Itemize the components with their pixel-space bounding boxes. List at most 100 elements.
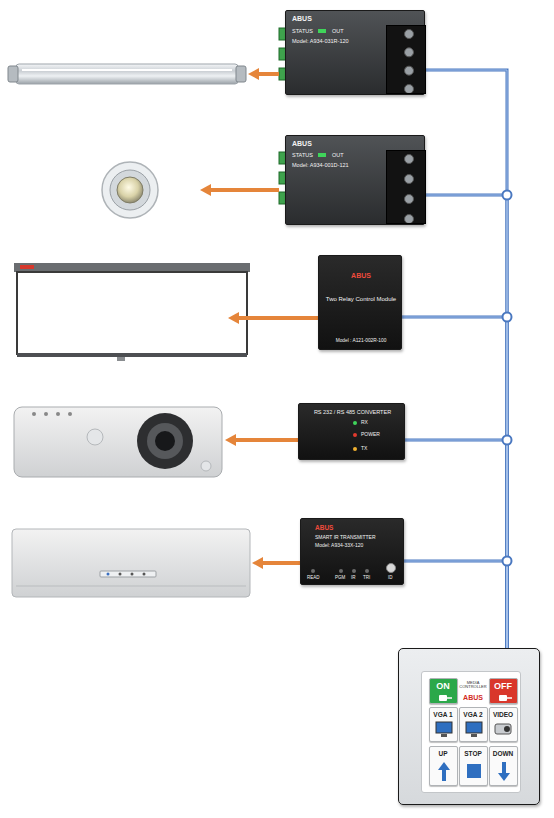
- junction-dot: [503, 191, 512, 200]
- projector-button: [44, 412, 48, 416]
- screw-row: [387, 26, 425, 93]
- plug-shape: [499, 695, 507, 701]
- terminal-screw: [405, 195, 414, 204]
- ac-body: [12, 529, 250, 597]
- model-number: Model : A121-002R-100: [323, 338, 399, 343]
- led-label: TX: [361, 446, 367, 452]
- relay-module: ABUS Two Relay Control ModuleModel : A121…: [318, 255, 402, 350]
- bus-wire-highlight: [404, 561, 507, 648]
- panel-button: STOP: [459, 746, 488, 786]
- output-arrow: [210, 188, 279, 192]
- tube-highlight: [22, 69, 232, 71]
- arrow-up: [438, 762, 450, 781]
- projector-lens: [137, 413, 193, 469]
- bus-wire: [405, 440, 507, 648]
- panel-button: ON: [429, 678, 458, 704]
- button-label: VGA 1: [430, 711, 456, 718]
- led-label: PGM: [335, 576, 345, 581]
- projector-button: [32, 412, 36, 416]
- projector-lens: [155, 431, 175, 451]
- status-label: OUT: [332, 152, 344, 158]
- screen-surface: [17, 272, 247, 354]
- bus-wire: [402, 317, 507, 648]
- dimmer-module: ABUSSTATUSOUTModel: A934-001D-121: [285, 135, 425, 225]
- brand-logo: ABUS: [459, 694, 487, 702]
- module-name: Two Relay Control Module: [323, 296, 399, 303]
- brand-logo: ABUS: [292, 140, 312, 148]
- model-number: Model: A934-33X-120: [315, 543, 363, 549]
- junction-dot: [503, 313, 512, 322]
- light-ring: [110, 170, 150, 210]
- projector-button: [56, 412, 60, 416]
- status-led: [353, 421, 357, 425]
- bus-wire-highlight: [405, 440, 507, 648]
- ac-indicator: [119, 573, 122, 576]
- led-label: RX: [361, 420, 368, 426]
- arrow-head: [252, 557, 263, 569]
- brand-logo: ABUS: [292, 15, 312, 23]
- output-arrow: [235, 438, 298, 442]
- led-label: READ: [307, 576, 320, 581]
- relay-module: ABUSSTATUSOUTModel: A934-031R-120: [285, 10, 425, 95]
- projector-shape: [495, 724, 511, 734]
- button-label: UP: [430, 750, 456, 757]
- projector-lens: [504, 726, 510, 732]
- ac-indicator: [107, 573, 110, 576]
- status-led: [339, 569, 343, 573]
- status-label: STATUS: [292, 152, 313, 158]
- output-arrows: [200, 68, 318, 569]
- plug-cord: [507, 697, 512, 699]
- stop-square: [467, 764, 481, 778]
- status-led: [353, 433, 357, 437]
- model-number: Model: A934-031R-120: [292, 38, 349, 44]
- tube-cap: [8, 66, 18, 82]
- plug-shape: [439, 695, 447, 701]
- button-label: STOP: [460, 750, 486, 757]
- button-label: VIDEO: [490, 711, 516, 718]
- led-label: TRI: [363, 576, 370, 581]
- knob-label: ID: [388, 576, 393, 581]
- monitor-stand: [441, 734, 447, 737]
- bus-wire: [425, 195, 507, 648]
- projection-screen: [14, 263, 250, 361]
- ac-indicator: [131, 573, 134, 576]
- terminal-screw: [405, 155, 414, 164]
- ac-display: [100, 571, 156, 577]
- output-arrow: [238, 316, 318, 320]
- terminal-screw: [405, 48, 414, 57]
- light-rim: [102, 162, 158, 218]
- panel-button: DOWN: [489, 746, 518, 786]
- ac-louver: [16, 586, 246, 587]
- fluorescent-tube: [8, 64, 246, 84]
- monitor-stand: [471, 734, 477, 737]
- button-label: VGA 2: [460, 711, 486, 718]
- screw-terminal: [386, 150, 426, 224]
- ir-transmitter: ABUSSMART IR TRANSMITTERModel: A934-33X-…: [300, 518, 404, 585]
- arrow-head: [228, 312, 239, 324]
- button-label: ON: [430, 682, 456, 692]
- panel-button: VIDEO: [489, 707, 518, 742]
- terminal-screw: [405, 85, 414, 94]
- panel-button: VGA 2: [459, 707, 488, 742]
- tube-body: [16, 64, 238, 84]
- led-label: POWER: [361, 432, 380, 438]
- panel-caption: MEDIA CONTROLLER: [459, 681, 487, 690]
- brand-logo: ABUS: [315, 524, 333, 531]
- halogen-downlight: [102, 162, 158, 218]
- screen-pull: [117, 357, 125, 361]
- projector-body: [14, 407, 222, 477]
- monitor-screen: [466, 722, 482, 733]
- output-arrow: [258, 72, 279, 76]
- terminal-screw: [405, 66, 414, 75]
- screen-badge: [20, 265, 34, 269]
- brand-logo: ABUS: [323, 272, 399, 280]
- status-led: [365, 569, 369, 573]
- bus-wire-highlight: [425, 195, 507, 648]
- arrow-head: [200, 184, 211, 196]
- terminal-screw: [405, 175, 414, 184]
- ac-indicator: [143, 573, 146, 576]
- air-conditioner: [12, 529, 250, 597]
- arrow-down: [498, 762, 510, 781]
- projector-sensor: [87, 429, 103, 445]
- status-led: [318, 153, 326, 157]
